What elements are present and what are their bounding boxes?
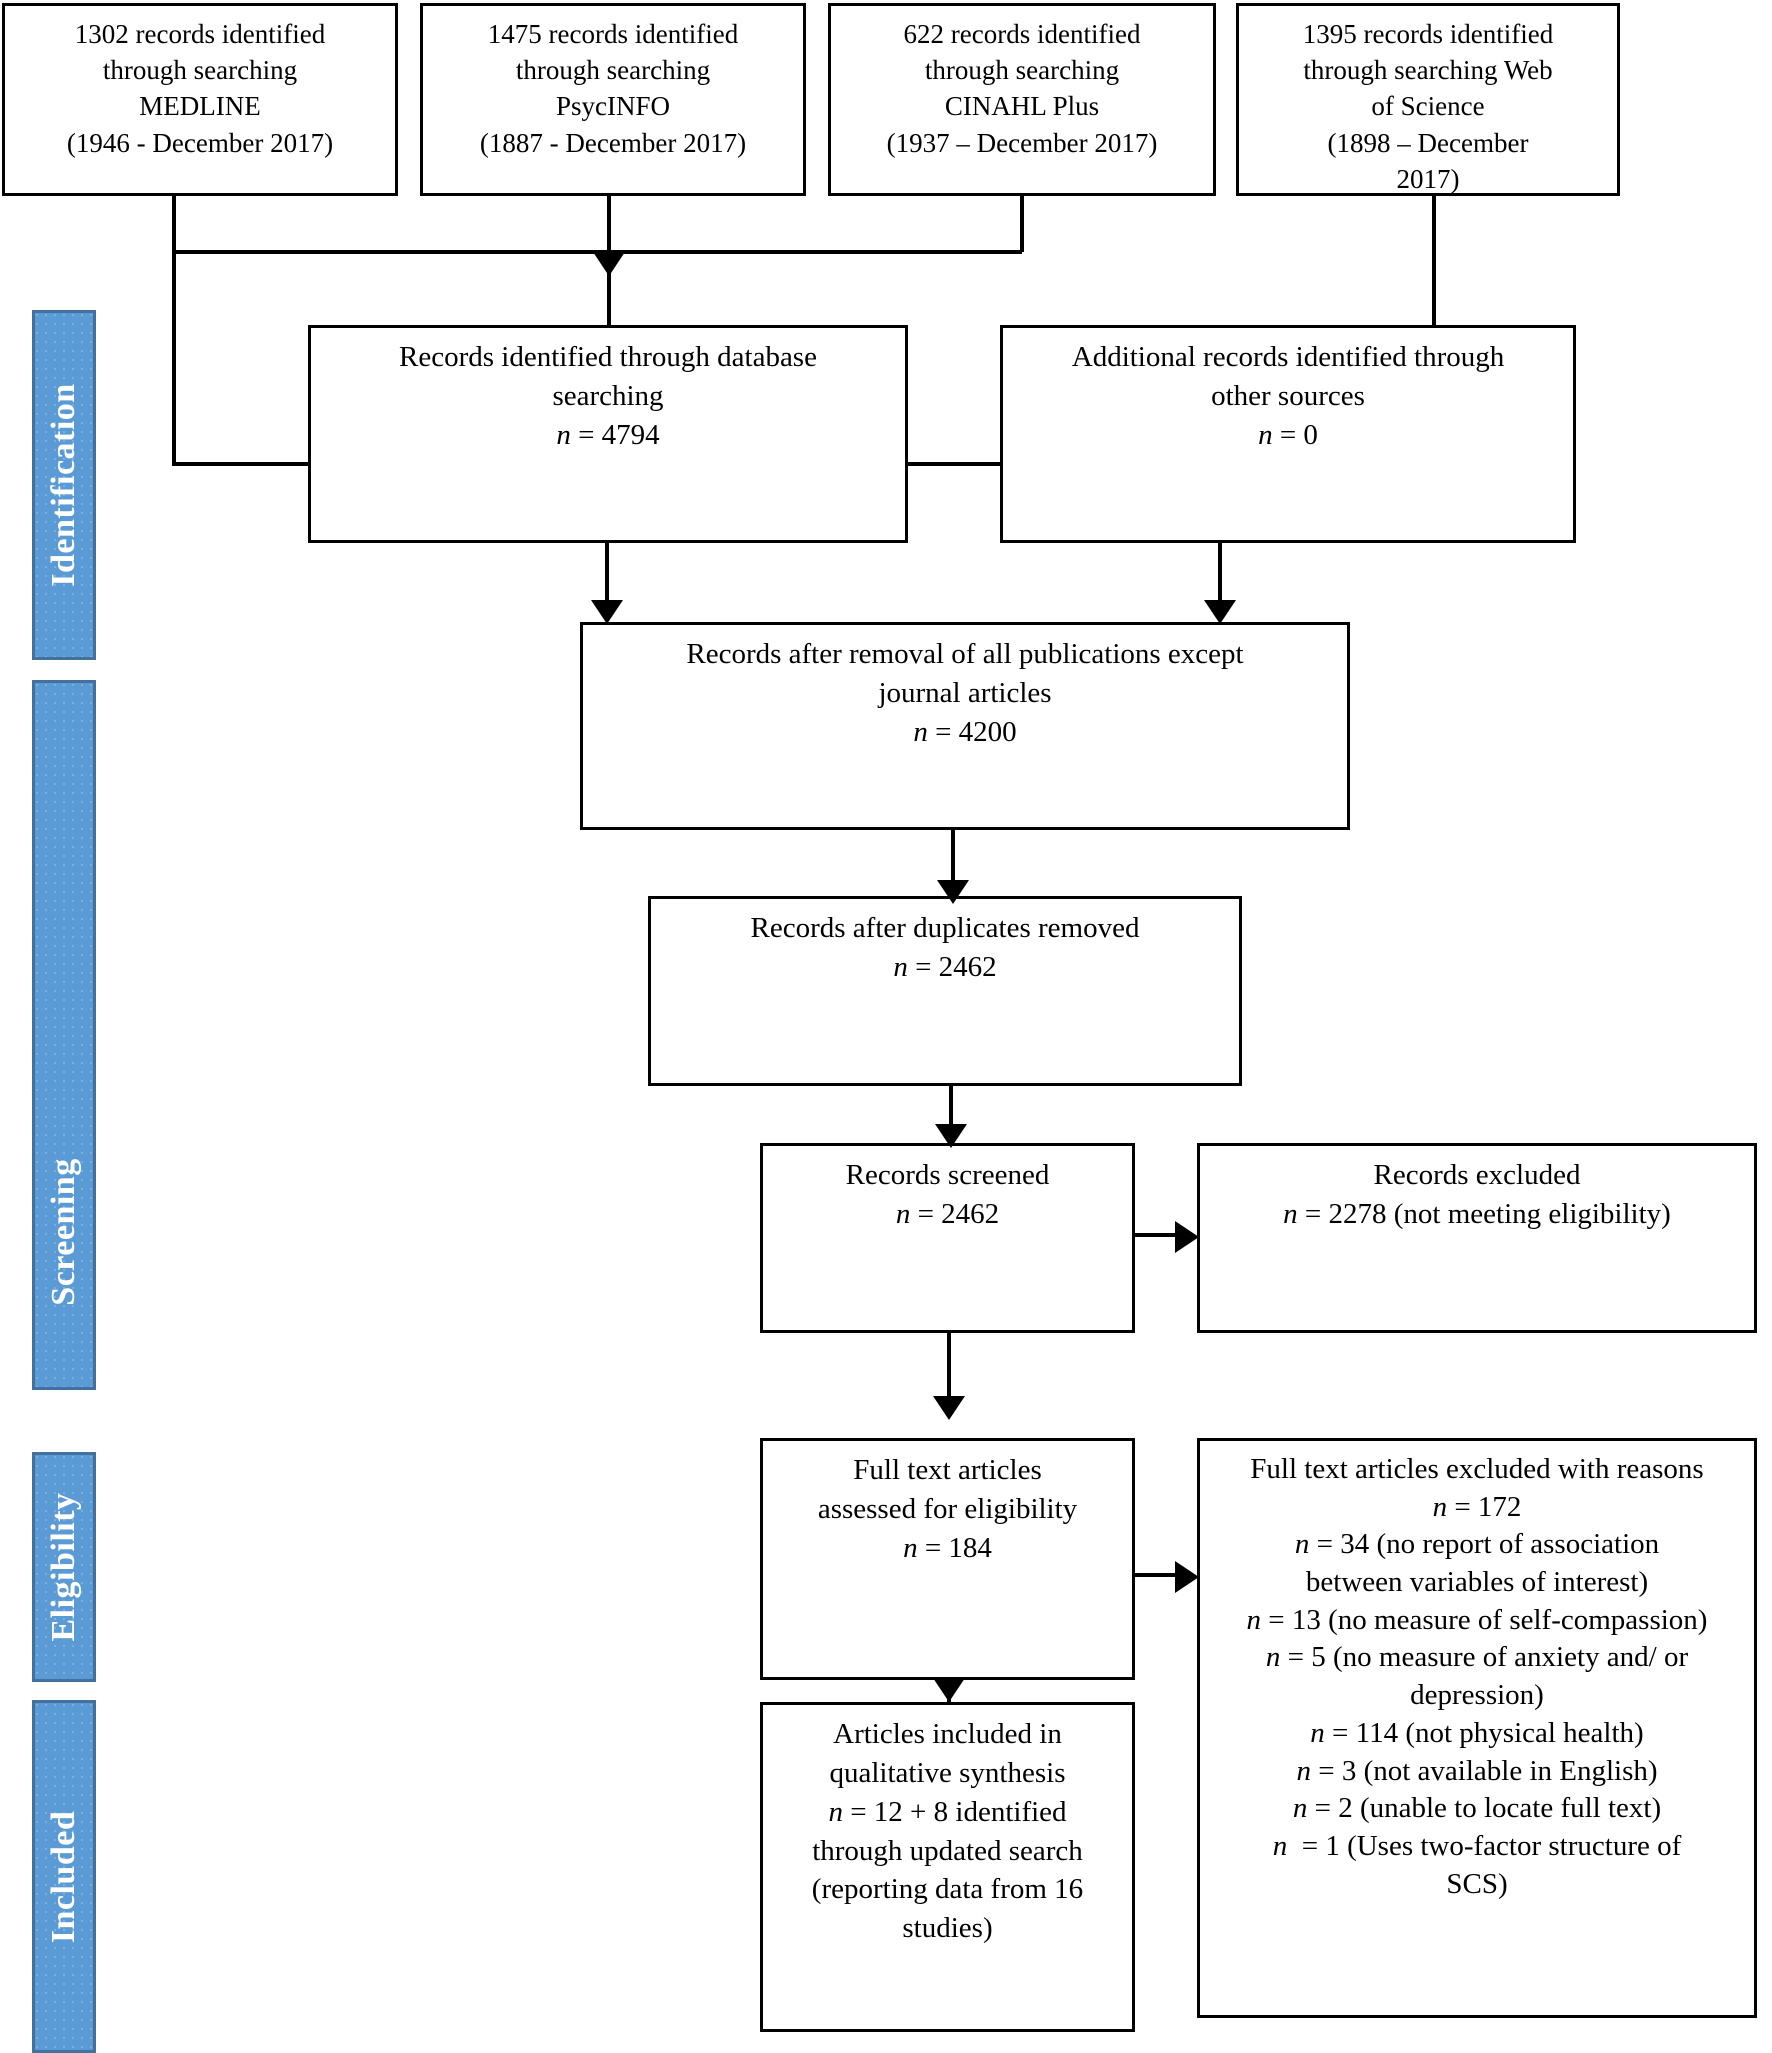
source-cinahl-line1: 622 records identified [903, 19, 1141, 49]
connector-cinahl-stub [1020, 196, 1024, 252]
stage-bar-identification: Identification [32, 310, 96, 660]
node-records-excluded: Records excluded n = 2278 (not meeting e… [1197, 1143, 1757, 1333]
source-psycinfo-line1: 1475 records identified [487, 19, 739, 49]
arrow-screened-to-excluded [1175, 1221, 1199, 1253]
stage-label-eligibility: Eligibility [45, 1492, 82, 1642]
full-text-excluded-total: n = 172 [1432, 1490, 1522, 1523]
source-box-cinahl: 622 records identified through searching… [828, 3, 1216, 196]
full-text-excluded-reason-5: n = 3 (not available in English) [1296, 1754, 1658, 1787]
full-text-assessed-line2: assessed for eligibility [817, 1492, 1078, 1525]
stage-bar-included: Included [32, 1700, 96, 2053]
source-medline-line4: (1946 - December 2017) [66, 127, 334, 158]
arrow-to-database-searching [593, 252, 625, 276]
stage-bar-eligibility: Eligibility [32, 1452, 96, 1682]
source-medline-line1: 1302 records identified [74, 19, 326, 49]
full-text-assessed-line1: Full text articles [853, 1454, 1042, 1486]
connector-medline-stub [172, 196, 176, 252]
source-wos-line1: 1395 records identified [1302, 19, 1554, 49]
duplicates-removed-count: n = 2462 [893, 950, 997, 983]
source-wos-line2: through searching Web [1303, 55, 1553, 86]
included-line4: (reporting data from 16 [811, 1873, 1084, 1906]
source-cinahl-line2: through searching [924, 55, 1120, 86]
arrow-journal-articles-to-duplicates [937, 880, 969, 904]
connector-screened-down [947, 1333, 951, 1413]
source-cinahl-line4: (1937 – December 2017) [886, 127, 1158, 158]
connector-other-sources-down [1218, 543, 1222, 607]
database-searching-line1: Records identified through database [399, 341, 817, 373]
included-line3: through updated search [812, 1834, 1083, 1867]
database-searching-count: n = 4794 [556, 418, 660, 451]
full-text-excluded-reason-7: n = 1 (Uses two-factor structure of [1272, 1829, 1682, 1862]
included-line1: Articles included in [833, 1718, 1062, 1750]
node-journal-articles-only: Records after removal of all publication… [580, 622, 1350, 830]
arrow-assessed-to-full-text-excluded [1175, 1561, 1199, 1593]
connector-database-searching-down [605, 543, 609, 607]
database-searching-line2: searching [552, 379, 664, 412]
other-sources-line1: Additional records identified through [1071, 341, 1505, 373]
journal-articles-count: n = 4200 [913, 715, 1017, 748]
included-line5: studies) [902, 1912, 993, 1945]
node-other-sources: Additional records identified through ot… [1000, 325, 1576, 543]
node-records-screened: Records screened n = 2462 [760, 1143, 1135, 1333]
full-text-excluded-reason-2: n = 13 (no measure of self-compassion) [1246, 1603, 1708, 1636]
node-database-searching: Records identified through database sear… [308, 325, 908, 543]
arrow-database-searching-to-journal-articles [591, 600, 623, 624]
full-text-excluded-reason-1-cont: between variables of interest) [1305, 1566, 1649, 1599]
records-excluded-count: n = 2278 (not meeting eligibility) [1283, 1197, 1671, 1230]
source-box-web-of-science: 1395 records identified through searchin… [1236, 3, 1620, 196]
arrow-screened-to-full-text [933, 1396, 965, 1420]
source-cinahl-line3: CINAHL Plus [944, 91, 1100, 122]
source-psycinfo-line4: (1887 - December 2017) [479, 127, 747, 158]
node-full-text-excluded: Full text articles excluded with reasons… [1197, 1438, 1757, 2018]
full-text-excluded-reason-4: n = 114 (not physical health) [1310, 1716, 1644, 1749]
arrow-other-sources-to-journal-articles [1204, 600, 1236, 624]
other-sources-count: n = 0 [1258, 418, 1318, 451]
connector-merge-left-riser [172, 250, 176, 464]
full-text-excluded-reason-1: n = 34 (no report of association [1294, 1528, 1660, 1561]
records-screened-line1: Records screened [845, 1159, 1050, 1191]
connector-screened-to-excluded [1135, 1233, 1183, 1237]
full-text-assessed-count: n = 184 [903, 1531, 992, 1564]
full-text-excluded-reason-3: n = 5 (no measure of anxiety and/ or [1265, 1641, 1689, 1674]
records-excluded-line1: Records excluded [1373, 1159, 1581, 1191]
duplicates-removed-line1: Records after duplicates removed [750, 912, 1140, 944]
connector-journal-articles-down [951, 830, 955, 888]
other-sources-line2: other sources [1211, 379, 1365, 412]
source-box-medline: 1302 records identified through searchin… [2, 3, 398, 196]
full-text-excluded-reason-3-cont: depression) [1410, 1679, 1544, 1712]
source-medline-line3: MEDLINE [139, 91, 261, 122]
stage-label-included: Included [45, 1810, 82, 1943]
source-wos-line3: of Science [1371, 91, 1485, 122]
arrow-duplicates-to-screened [935, 1124, 967, 1148]
included-line2: qualitative synthesis [829, 1756, 1066, 1789]
node-duplicates-removed: Records after duplicates removed n = 246… [648, 896, 1242, 1086]
stage-label-identification: Identification [45, 383, 82, 587]
stage-label-screening: Screening [45, 1158, 82, 1306]
arrow-assessed-to-included [933, 1678, 965, 1702]
full-text-excluded-reason-6: n = 2 (unable to locate full text) [1292, 1792, 1662, 1825]
full-text-excluded-heading: Full text articles excluded with reasons [1250, 1453, 1704, 1485]
journal-articles-line1: Records after removal of all publication… [686, 638, 1244, 670]
source-psycinfo-line2: through searching [515, 55, 711, 86]
source-wos-line5: 2017) [1396, 163, 1460, 194]
journal-articles-line2: journal articles [878, 676, 1052, 709]
connector-duplicates-down [949, 1086, 953, 1148]
full-text-excluded-reason-7-cont: SCS) [1446, 1867, 1508, 1900]
source-wos-line4: (1898 – December [1327, 127, 1529, 158]
source-medline-line2: through searching [102, 55, 298, 86]
node-included-synthesis: Articles included in qualitative synthes… [760, 1702, 1135, 2032]
stage-bar-screening: Screening [32, 680, 96, 1390]
records-screened-count: n = 2462 [895, 1197, 1000, 1230]
included-count: n = 12 + 8 identified [828, 1795, 1067, 1828]
source-box-psycinfo: 1475 records identified through searchin… [420, 3, 806, 196]
connector-assessed-to-excluded [1135, 1573, 1183, 1577]
node-full-text-assessed: Full text articles assessed for eligibil… [760, 1438, 1135, 1680]
source-psycinfo-line3: PsycINFO [555, 91, 670, 122]
